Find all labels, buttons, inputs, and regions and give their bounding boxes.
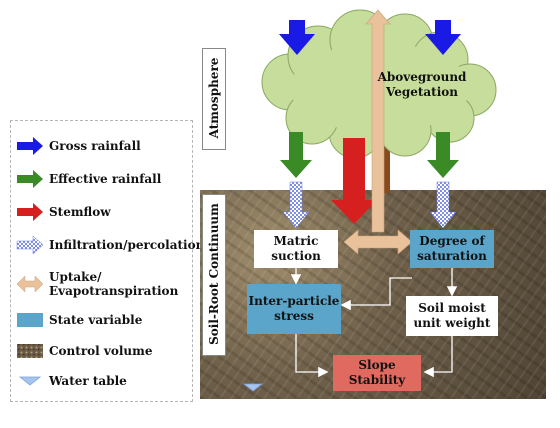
inter-particle-line1: Inter-particle bbox=[248, 294, 340, 308]
blue-arrow-icon bbox=[17, 137, 43, 155]
legend-label: Control volume bbox=[49, 344, 153, 358]
legend-label-line2: Evapotranspiration bbox=[49, 284, 179, 298]
uptake-arrow-horizontal bbox=[343, 229, 413, 255]
legend-item-infiltration: Infiltration/percolation bbox=[15, 234, 204, 256]
soil-moist-line1: Soil moist bbox=[418, 301, 486, 315]
soil-moist-line2: unit weight bbox=[413, 316, 491, 330]
vegetation-line1: Aboveground bbox=[377, 70, 467, 84]
soil-texture-icon bbox=[17, 344, 43, 358]
legend-item-water-table: Water table bbox=[15, 370, 127, 392]
legend-label: Effective rainfall bbox=[49, 172, 162, 186]
legend-item-control-volume: Control volume bbox=[15, 340, 152, 362]
legend-label: Stemflow bbox=[49, 205, 111, 219]
legend-label: State variable bbox=[49, 313, 143, 327]
matric-suction-line1: Matric bbox=[273, 234, 319, 248]
tan-double-arrow-icon bbox=[16, 275, 44, 293]
legend-item-effective-rainfall: Effective rainfall bbox=[15, 168, 161, 190]
uptake-arrow-vertical bbox=[365, 9, 391, 233]
legend-label: Water table bbox=[49, 374, 127, 388]
legend-label: Infiltration/percolation bbox=[49, 238, 205, 252]
legend-label: Uptake/Evapotranspiration bbox=[49, 270, 178, 298]
degree-saturation-line1: Degree of bbox=[419, 234, 485, 248]
legend-item-stemflow: Stemflow bbox=[15, 201, 111, 223]
effective-rainfall-arrow-left bbox=[280, 132, 312, 178]
slope-stability-line1: Slope bbox=[358, 358, 396, 372]
legend-label-line1: Uptake/ bbox=[49, 270, 102, 284]
legend-item-state-variable: State variable bbox=[15, 309, 142, 331]
stemflow-arrow bbox=[331, 138, 377, 224]
degree-saturation-line2: saturation bbox=[417, 249, 487, 263]
atmosphere-label-box: Atmosphere bbox=[202, 48, 226, 150]
gross-rainfall-arrow-left bbox=[279, 20, 315, 55]
blue-rectangle-icon bbox=[17, 313, 43, 327]
red-arrow-icon bbox=[17, 203, 43, 221]
gross-rainfall-arrow-right bbox=[425, 20, 461, 55]
triangle-icon bbox=[18, 376, 42, 386]
vegetation-label: Aboveground Vegetation bbox=[372, 70, 472, 100]
legend-box: Gross rainfall Effective rainfall Stemfl… bbox=[10, 120, 204, 402]
infiltration-arrow-right bbox=[429, 181, 457, 229]
connectors bbox=[290, 268, 458, 378]
slope-stability-line2: Stability bbox=[348, 373, 406, 387]
legend-item-gross-rainfall: Gross rainfall bbox=[15, 135, 141, 157]
soil-root-label-box: Soil-Root Continuum bbox=[202, 194, 226, 356]
water-table-triangle bbox=[242, 383, 264, 392]
infiltration-arrow-left bbox=[282, 181, 310, 229]
green-arrow-icon bbox=[17, 170, 43, 188]
legend-label: Gross rainfall bbox=[49, 139, 141, 153]
inter-particle-line2: stress bbox=[274, 309, 314, 323]
matric-suction-line2: suction bbox=[271, 249, 321, 263]
legend-item-uptake: Uptake/Evapotranspiration bbox=[15, 267, 178, 301]
vegetation-line2: Vegetation bbox=[385, 85, 459, 99]
effective-rainfall-arrow-right bbox=[427, 132, 459, 178]
checkered-arrow-icon bbox=[16, 235, 44, 255]
